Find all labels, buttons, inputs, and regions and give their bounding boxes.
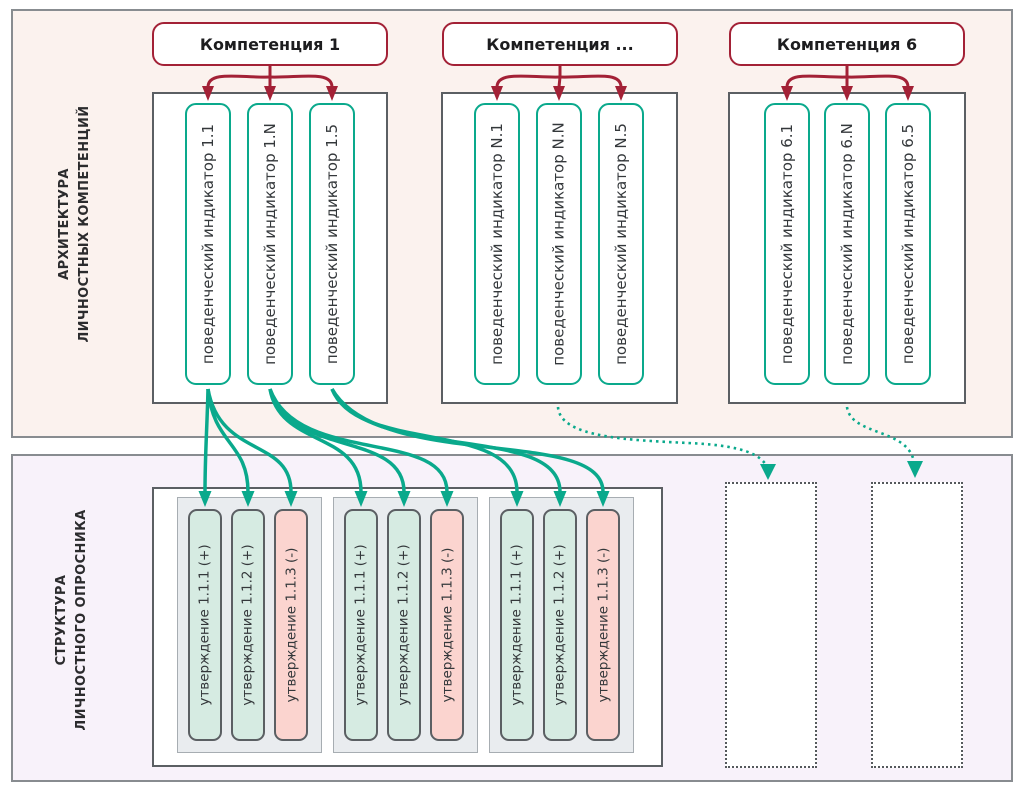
statement-3-2-label: утверждение 1.1.2 (+) [552,544,569,706]
indicator-n-n: поведенческий индикатор N.N [536,103,582,385]
statement-3-2: утверждение 1.1.2 (+) [543,509,577,741]
statement-1-3: утверждение 1.1.3 (-) [274,509,308,741]
indicator-1-n: поведенческий индикатор 1.N [247,103,293,385]
statement-3-1-label: утверждение 1.1.1 (+) [509,544,526,706]
statement-1-1-label: утверждение 1.1.1 (+) [197,544,214,706]
statement-2-1-label: утверждение 1.1.1 (+) [353,544,370,706]
indicator-6-1: поведенческий индикатор 6.1 [764,103,810,385]
indicator-n-1-label: поведенческий индикатор N.1 [488,123,507,365]
competency-n-header: Компетенция ... [442,22,678,66]
statement-1-2: утверждение 1.1.2 (+) [231,509,265,741]
indicator-n-n-label: поведенческий индикатор N.N [550,122,568,366]
placeholder-box-2 [871,482,963,768]
architecture-side-label: АРХИТЕКТУРА ЛИЧНОСТНЫХ КОМПЕТЕНЦИЙ [47,44,103,404]
architecture-side-label-line1: АРХИТЕКТУРА [56,168,72,280]
indicator-n-1: поведенческий индикатор N.1 [474,103,520,385]
statement-1-3-label: утверждение 1.1.3 (-) [283,547,300,703]
indicator-6-5-label: поведенческий индикатор 6.5 [899,123,917,365]
indicator-1-5-label: поведенческий индикатор 1.5 [323,123,341,365]
indicator-1-1: поведенческий индикатор 1.1 [185,103,231,385]
indicator-6-n-label: поведенческий индикатор 6.N [838,123,857,365]
competency-1-header: Компетенция 1 [152,22,388,66]
indicator-n-5-label: поведенческий индикатор N.5 [612,123,631,365]
statement-1-2-label: утверждение 1.1.2 (+) [240,544,257,706]
statement-2-2-label: утверждение 1.1.2 (+) [396,544,413,706]
architecture-side-label-line2: ЛИЧНОСТНЫХ КОМПЕТЕНЦИЙ [77,105,92,343]
statement-3-3-label: утверждение 1.1.3 (-) [595,547,612,703]
competency-6-header: Компетенция 6 [729,22,965,66]
indicator-n-5: поведенческий индикатор N.5 [598,103,644,385]
indicator-6-1-label: поведенческий индикатор 6.1 [778,123,796,365]
statement-2-3: утверждение 1.1.3 (-) [430,509,464,741]
statement-3-3: утверждение 1.1.3 (-) [586,509,620,741]
statement-2-2: утверждение 1.1.2 (+) [387,509,421,741]
placeholder-box-1 [725,482,817,768]
questionnaire-side-label: СТРУКТУРА ЛИЧНОСТНОГО ОПРОСНИКА [44,460,100,780]
indicator-6-n: поведенческий индикатор 6.N [824,103,870,385]
questionnaire-side-label-line1: СТРУКТУРА [53,574,69,666]
indicator-1-n-label: поведенческий индикатор 1.N [261,123,280,365]
questionnaire-side-label-line2: ЛИЧНОСТНОГО ОПРОСНИКА [74,509,89,731]
statement-1-1: утверждение 1.1.1 (+) [188,509,222,741]
indicator-1-5: поведенческий индикатор 1.5 [309,103,355,385]
indicator-6-5: поведенческий индикатор 6.5 [885,103,931,385]
statement-3-1: утверждение 1.1.1 (+) [500,509,534,741]
statement-2-3-label: утверждение 1.1.3 (-) [439,547,456,703]
indicator-1-1-label: поведенческий индикатор 1.1 [199,123,217,365]
statement-2-1: утверждение 1.1.1 (+) [344,509,378,741]
